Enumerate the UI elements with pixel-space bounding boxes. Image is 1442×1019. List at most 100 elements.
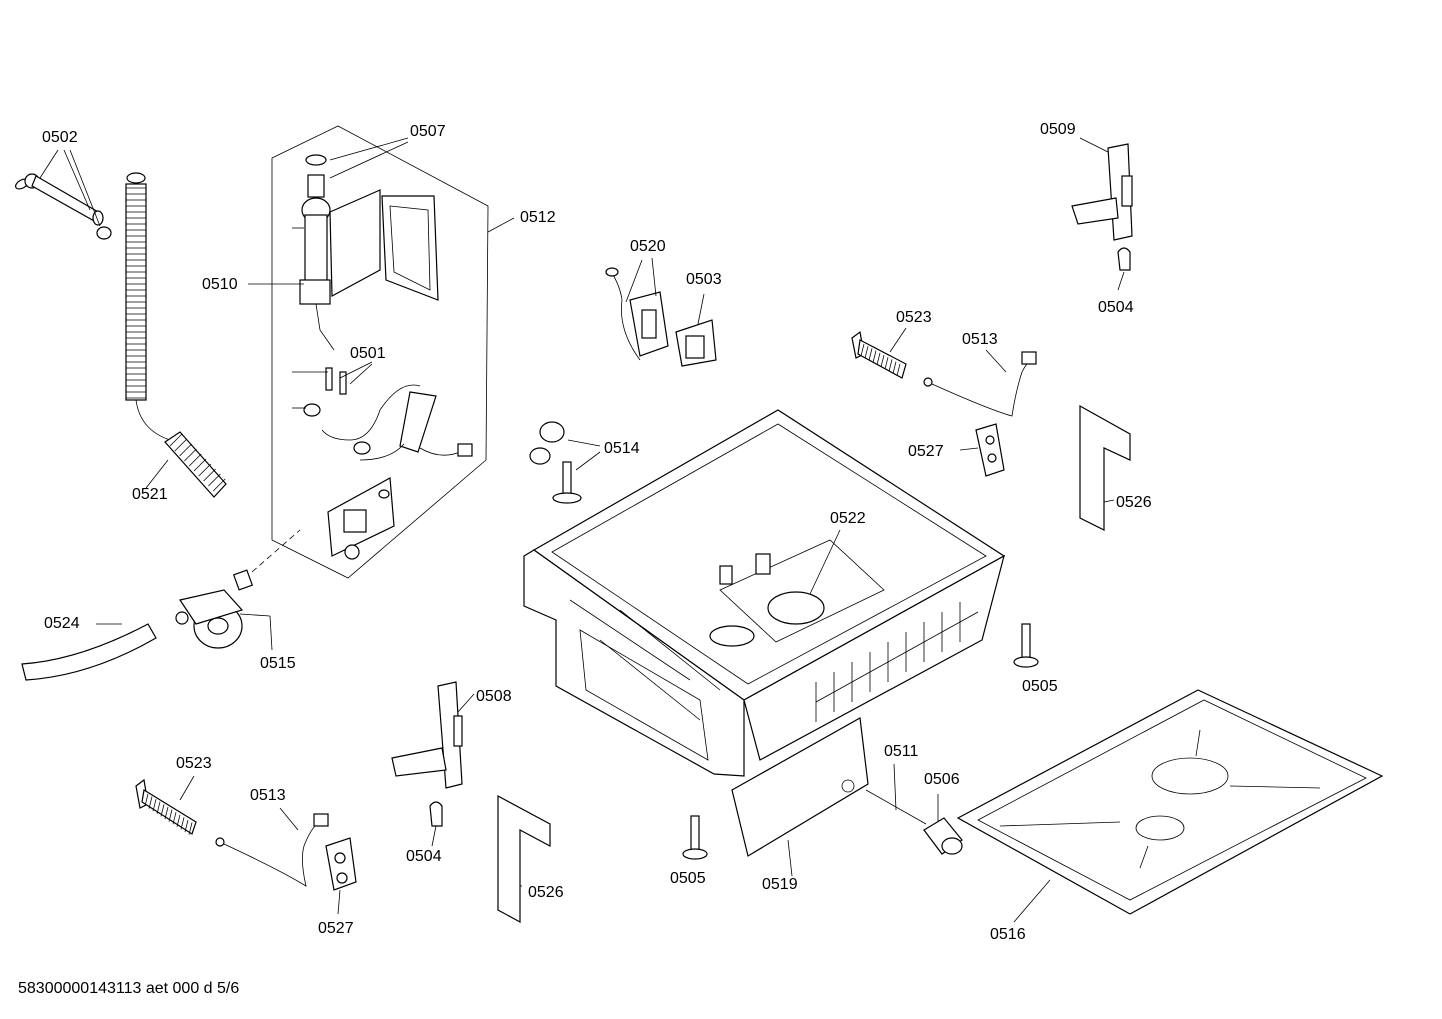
drawing-stroke: [184, 819, 189, 833]
drawing-stroke: [174, 438, 188, 452]
label-0513-bottom: 0513: [250, 787, 286, 804]
label-0521: 0521: [132, 486, 168, 503]
base-tub-0522: [523, 409, 1006, 777]
drawing-stroke: [188, 822, 193, 835]
label-0503: 0503: [686, 271, 722, 288]
drawing-stroke: [180, 817, 185, 830]
drawing-stroke: [892, 361, 897, 374]
drawing-stroke: [198, 463, 212, 477]
cable-0513-top: [923, 351, 1037, 417]
label-0523-top: 0523: [896, 309, 932, 326]
label-0526-bottom: 0526: [528, 884, 564, 901]
label-0504-top: 0504: [1098, 299, 1134, 316]
holder-0527-bottom: [325, 837, 357, 891]
label-0526-top: 0526: [1116, 494, 1152, 511]
drawing-stroke: [184, 448, 197, 462]
drawing-stroke: [148, 796, 153, 809]
drawing-stroke: [212, 478, 226, 492]
bottom-tray-0516: [956, 689, 1384, 915]
drawing-stroke: [203, 468, 216, 482]
label-0512: 0512: [520, 209, 556, 226]
label-0523-bottom: 0523: [176, 755, 212, 772]
drawing-stroke: [152, 799, 157, 812]
drawing-reference-number: 58300000143113 aet 000 d 5/6: [18, 980, 240, 997]
drawing-stroke: [923, 631, 943, 643]
drawing-stroke: [896, 363, 901, 376]
label-0508: 0508: [476, 688, 512, 705]
drawing-stroke: [888, 359, 893, 372]
label-0524: 0524: [44, 615, 80, 632]
bracket-0509: [1071, 143, 1133, 241]
drawing-stroke: [959, 611, 979, 623]
bracket-0508: [391, 681, 463, 789]
label-0504-bottom: 0504: [406, 848, 442, 865]
drawing-stroke: [164, 806, 169, 820]
float-0506: [923, 817, 963, 855]
drawing-stroke: [168, 809, 173, 822]
cable-0513-bottom: [215, 813, 329, 887]
drawing-stroke: [869, 661, 889, 673]
feet-0514: [529, 421, 582, 504]
drawing-stroke: [887, 651, 907, 663]
label-0507: 0507: [410, 123, 446, 140]
drawing-stroke: [833, 681, 853, 693]
drawing-stroke: [876, 352, 881, 365]
bracket-plate: [327, 477, 395, 560]
label-0516: 0516: [990, 926, 1026, 943]
drawing-stroke: [156, 801, 161, 814]
drawing-stroke: [884, 357, 889, 370]
spring-0523-bottom: [135, 778, 197, 835]
label-0513-top: 0513: [962, 331, 998, 348]
drawing-stroke: [872, 350, 877, 363]
drawing-stroke: [851, 671, 871, 683]
label-0510: 0510: [202, 276, 238, 293]
drawing-stroke: [193, 458, 207, 472]
drawing-stroke: [941, 621, 961, 633]
label-0505-bottom: 0505: [670, 870, 706, 887]
wire-harness: [321, 384, 473, 461]
leader-lines: [39, 137, 1125, 923]
drawing-stroke: [179, 443, 192, 457]
drawing-stroke: [172, 812, 177, 825]
label-0511: 0511: [884, 743, 919, 760]
holder-0527-top: [975, 423, 1005, 477]
label-0520: 0520: [630, 238, 666, 255]
drawing-stroke: [860, 343, 865, 357]
drawing-stroke: [176, 814, 181, 827]
callout-labels: 0502 0507 0512 0510 0501 0521 0524 0515 …: [42, 121, 1152, 943]
drawing-stroke: [160, 804, 165, 817]
label-0509: 0509: [1040, 121, 1076, 138]
hose-0524: [21, 623, 157, 681]
screw-0505-bottom: [682, 815, 708, 860]
panel-0519: [731, 717, 869, 857]
label-0501: 0501: [350, 345, 386, 362]
drawing-stroke: [880, 354, 885, 368]
spring-0523-top: [851, 330, 907, 379]
drawing-stroke: [864, 346, 869, 359]
label-0506: 0506: [924, 771, 960, 788]
label-0514: 0514: [604, 440, 640, 457]
corrugated-hose-0521: [125, 172, 227, 498]
screw-0505-right: [1013, 623, 1039, 668]
cable-0520: [605, 267, 669, 361]
strip-0526-bottom: [497, 794, 551, 924]
label-0502: 0502: [42, 129, 78, 146]
pump-assembly-0510: [299, 154, 439, 417]
label-0505-right: 0505: [1022, 678, 1058, 695]
drawing-stroke: [868, 348, 873, 361]
drain-pump-0515: [175, 569, 254, 649]
drawing-stroke: [905, 641, 925, 653]
connector-0503: [675, 319, 717, 367]
drawing-stroke: [144, 793, 149, 807]
label-0527-bottom: 0527: [318, 920, 354, 937]
drawing-stroke: [188, 453, 202, 467]
module-outline-0512: [271, 125, 489, 579]
label-0527-top: 0527: [908, 443, 944, 460]
clip-0504-bottom: [429, 801, 443, 827]
dashed-connector: [251, 529, 301, 573]
drawing-stroke: [815, 691, 835, 703]
label-0522: 0522: [830, 510, 866, 527]
label-0515: 0515: [260, 655, 296, 672]
strip-0526-top: [1079, 404, 1131, 531]
